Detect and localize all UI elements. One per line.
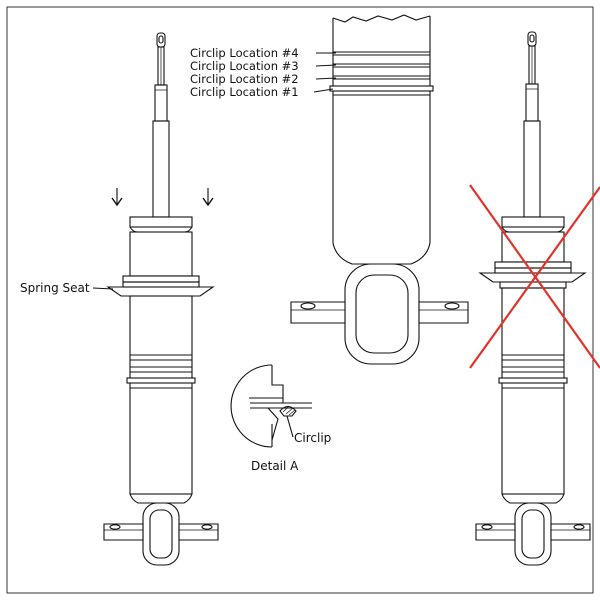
circlip-location-1-label: Circlip Location #1	[190, 85, 299, 99]
spring-seat-leader	[92, 287, 114, 290]
circlip-label: Circlip	[294, 431, 331, 445]
detail-a-label: Detail A	[251, 459, 299, 473]
center-shock-closeup	[290, 14, 469, 365]
down-arrow-icon	[202, 188, 214, 207]
page-border	[6, 6, 594, 594]
circlip-location-4-label: Circlip Location #4	[190, 46, 299, 60]
circlip-leader	[286, 415, 294, 438]
spring-seat-label: Spring Seat	[20, 281, 90, 295]
circlip-leaders	[313, 52, 337, 93]
left-shock-absorber	[103, 32, 219, 566]
right-shock-absorber	[475, 31, 591, 566]
circlip-location-3-label: Circlip Location #3	[190, 59, 299, 73]
circlip-location-2-label: Circlip Location #2	[190, 72, 299, 86]
down-arrow-icon	[111, 188, 123, 207]
x-mark-icon	[469, 184, 600, 369]
detail-a-view	[230, 364, 312, 448]
